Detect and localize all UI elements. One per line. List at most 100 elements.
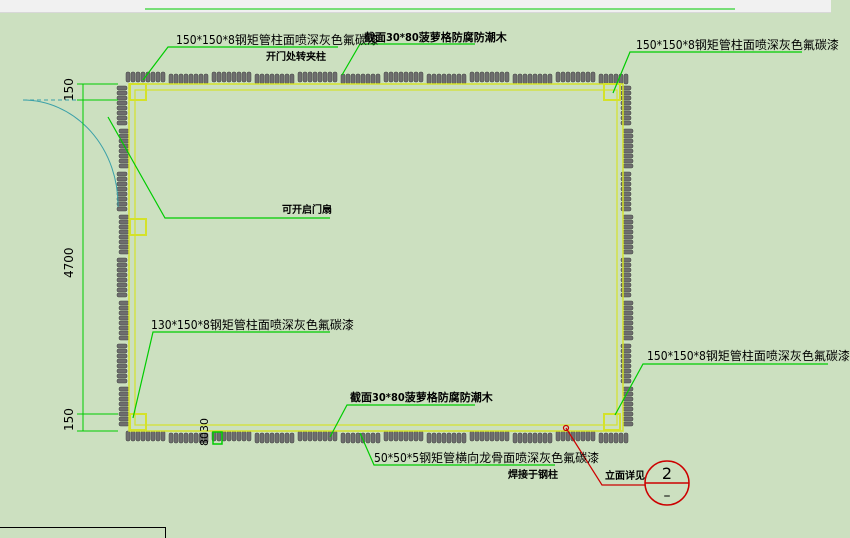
- wood-slat-left: [118, 224, 130, 230]
- wood-slat-left: [116, 277, 128, 283]
- wood-slat-top: [484, 71, 490, 83]
- wood-slat-bottom: [178, 432, 184, 444]
- wood-slat-left: [118, 229, 130, 235]
- wood-slat-left: [116, 262, 128, 268]
- wood-slat-bottom: [236, 430, 242, 442]
- wood-slat-bottom: [413, 430, 419, 442]
- wood-slat-left: [116, 287, 128, 293]
- callout-number: 2: [662, 464, 672, 483]
- wood-slat-top: [188, 73, 194, 85]
- wood-slat-bottom: [547, 432, 553, 444]
- wood-slat-bottom: [613, 432, 619, 444]
- wood-slat-bottom: [160, 430, 166, 442]
- wood-slat-top: [618, 73, 624, 85]
- wood-slat-top: [383, 71, 389, 83]
- wood-slat-left: [116, 120, 128, 126]
- wood-slat-bottom: [188, 432, 194, 444]
- wood-slat-top: [269, 73, 275, 85]
- label-bottom-wood: 截面30*80菠萝格防腐防潮木: [350, 391, 493, 404]
- wood-slat-right: [622, 234, 634, 240]
- steel-frame-inner: [134, 89, 618, 426]
- wood-slat-left: [118, 386, 130, 392]
- wood-slat-left: [116, 368, 128, 374]
- wood-slat-left: [116, 206, 128, 212]
- wood-slat-top: [532, 73, 538, 85]
- wood-slat-top: [241, 71, 247, 83]
- wood-slat-bottom: [598, 432, 604, 444]
- wood-slat-top: [375, 73, 381, 85]
- wood-slat-right: [622, 244, 634, 250]
- wood-slat-right: [622, 148, 634, 154]
- wood-slat-right: [622, 315, 634, 321]
- dim-middle: 4700: [62, 247, 76, 278]
- wood-slat-top: [608, 73, 614, 85]
- wood-slat-left: [116, 171, 128, 177]
- wood-slat-bottom: [173, 432, 179, 444]
- wood-slat-left: [116, 358, 128, 364]
- wood-slat-bottom: [226, 430, 232, 442]
- wood-slat-bottom: [618, 432, 624, 444]
- wood-slat-bottom: [522, 432, 528, 444]
- wood-slat-top: [547, 73, 553, 85]
- wood-slat-right: [622, 421, 634, 427]
- wood-slat-bottom: [560, 430, 566, 442]
- wood-slat-top: [474, 71, 480, 83]
- wood-slat-top: [451, 73, 457, 85]
- wood-slat-bottom: [451, 432, 457, 444]
- wood-slat-bottom: [297, 430, 303, 442]
- wood-slat-left: [116, 191, 128, 197]
- wood-slat-bottom: [479, 430, 485, 442]
- wood-slat-bottom: [418, 430, 424, 442]
- wood-slat-bottom: [317, 430, 323, 442]
- wood-slat-top: [446, 73, 452, 85]
- wood-slat-top: [555, 71, 561, 83]
- wood-slat-bottom: [231, 430, 237, 442]
- wood-slat-left: [118, 158, 130, 164]
- wood-slat-bottom: [350, 432, 356, 444]
- wood-slat-right: [622, 310, 634, 316]
- wood-slat-left: [116, 373, 128, 379]
- wood-slat-bottom: [312, 430, 318, 442]
- wood-slat-right: [622, 214, 634, 220]
- wood-slat-bottom: [289, 432, 295, 444]
- wood-slat-bottom: [130, 430, 136, 442]
- wood-slat-top: [312, 71, 318, 83]
- wood-slat-left: [116, 292, 128, 298]
- wood-slat-top: [332, 71, 338, 83]
- wood-slat-left: [116, 181, 128, 187]
- wood-slat-bottom: [504, 430, 510, 442]
- wood-slat-left: [116, 282, 128, 288]
- wood-slat-bottom: [580, 430, 586, 442]
- wood-slat-right: [622, 143, 634, 149]
- wood-slat-top: [603, 73, 609, 85]
- wood-slat-top: [246, 71, 252, 83]
- wood-slat-right: [622, 158, 634, 164]
- wood-slat-bottom: [259, 432, 265, 444]
- wood-slat-bottom: [436, 432, 442, 444]
- wood-slat-bottom: [193, 432, 199, 444]
- wood-slat-left: [116, 267, 128, 273]
- wood-slat-left: [118, 244, 130, 250]
- wood-slat-top: [173, 73, 179, 85]
- bottom-wood-slats: [125, 430, 629, 444]
- wood-slat-top: [560, 71, 566, 83]
- wood-slat-bottom: [512, 432, 518, 444]
- wood-slat-left: [116, 186, 128, 192]
- wood-slat-left: [116, 115, 128, 121]
- wood-slat-top: [130, 71, 136, 83]
- wood-slat-left: [118, 416, 130, 422]
- wood-slat-left: [118, 320, 130, 326]
- wood-slat-left: [116, 90, 128, 96]
- wood-slat-top: [431, 73, 437, 85]
- wood-slat-right: [622, 406, 634, 412]
- wood-slat-bottom: [168, 432, 174, 444]
- wood-slat-bottom: [355, 432, 361, 444]
- wood-slat-top: [537, 73, 543, 85]
- wood-slat-top: [499, 71, 505, 83]
- dimension-line-left: [77, 83, 118, 432]
- wood-slat-top: [140, 71, 146, 83]
- label-bottom-joist: 50*50*5钢矩管横向龙骨面喷深灰色氟碳漆: [374, 451, 600, 465]
- wood-slat-top: [426, 73, 432, 85]
- wood-slat-right: [622, 411, 634, 417]
- wood-slat-bottom: [322, 430, 328, 442]
